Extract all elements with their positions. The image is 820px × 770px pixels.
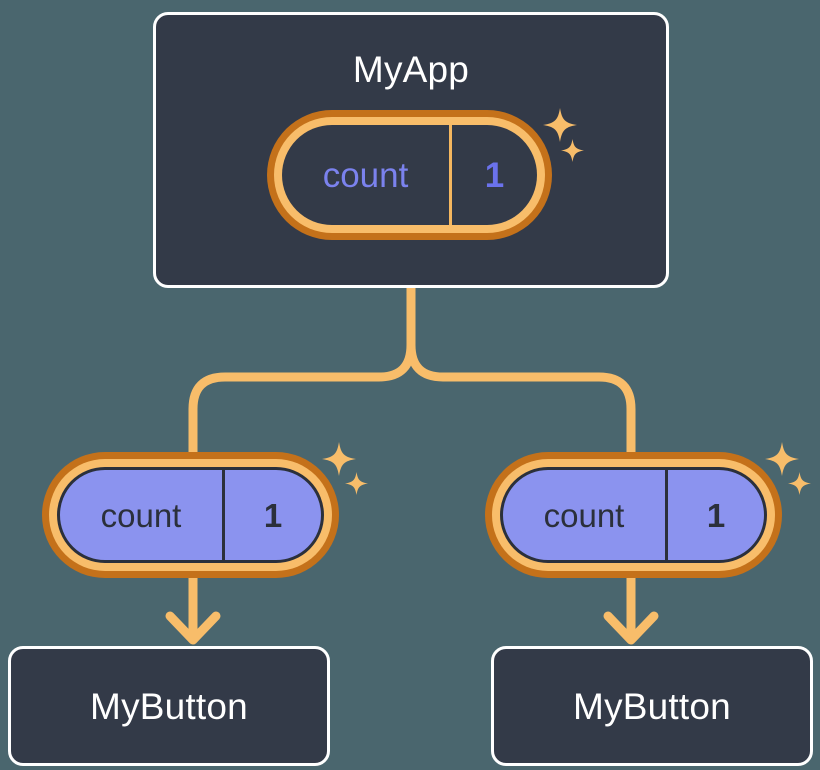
sparkle-icon — [345, 472, 368, 495]
state-pill-child-left[interactable]: count 1 — [42, 452, 339, 578]
component-title-mybutton: MyButton — [573, 685, 731, 727]
state-pill-root[interactable]: count 1 — [267, 110, 552, 240]
component-card-mybutton-right[interactable]: MyButton — [491, 646, 813, 766]
tree-branch-connector — [188, 283, 416, 457]
tree-branch-connector-right — [406, 340, 636, 457]
state-pill-key: count — [60, 470, 225, 560]
component-title-myapp: MyApp — [352, 49, 470, 90]
state-pill-core: count 1 — [282, 125, 537, 225]
state-pill-child-right[interactable]: count 1 — [485, 452, 782, 578]
state-pill-ring: count 1 — [492, 459, 775, 571]
state-pill-core: count 1 — [57, 467, 324, 563]
component-title-mybutton: MyButton — [90, 685, 248, 727]
state-pill-ring: count 1 — [274, 117, 545, 233]
sparkle-icon — [322, 442, 356, 476]
sparkle-icon — [765, 442, 799, 476]
component-card-mybutton-left[interactable]: MyButton — [8, 646, 330, 766]
arrow-head-left — [165, 611, 221, 645]
state-pill-key: count — [282, 125, 452, 225]
arrow-head-right — [603, 611, 659, 645]
state-pill-value: 1 — [484, 155, 505, 195]
state-pill-key: count — [503, 470, 668, 560]
state-pill-core: count 1 — [500, 467, 767, 563]
state-pill-value: 1 — [706, 496, 726, 534]
state-pill-ring: count 1 — [49, 459, 332, 571]
sparkle-icon — [788, 472, 811, 495]
state-pill-value: 1 — [263, 496, 283, 534]
